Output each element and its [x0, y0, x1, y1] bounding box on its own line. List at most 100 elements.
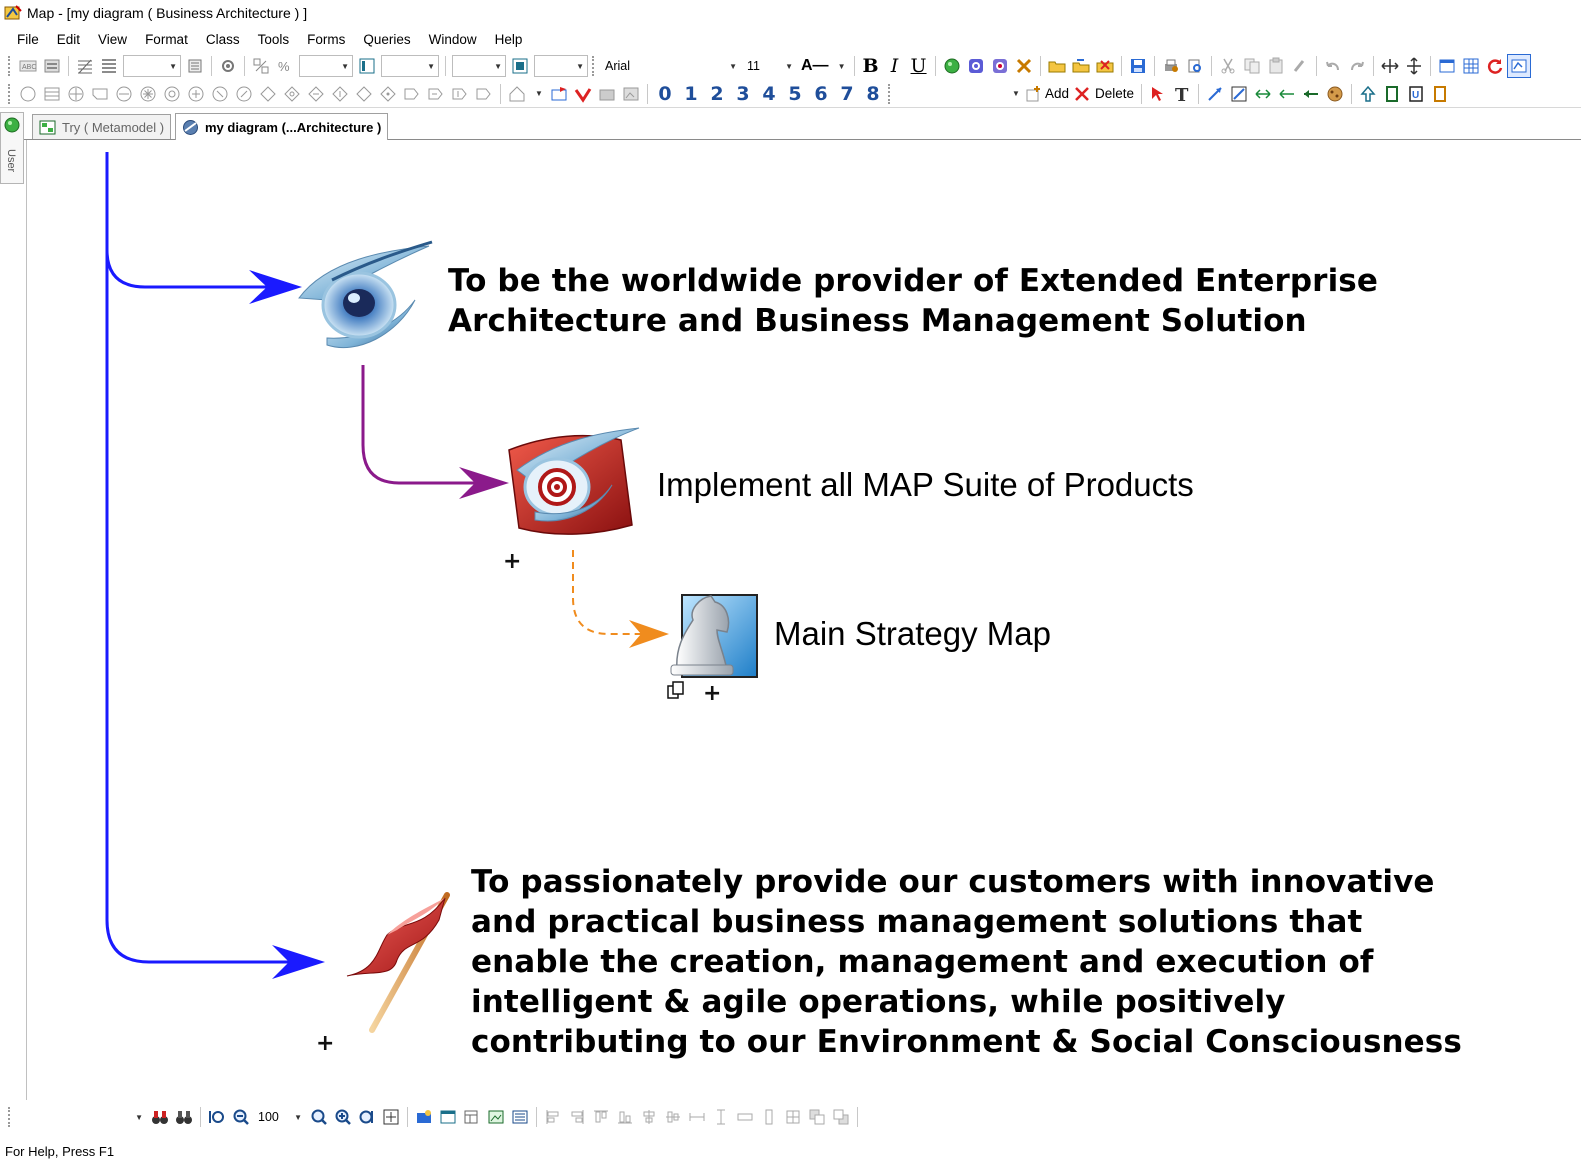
mission-connector[interactable] [105, 250, 292, 964]
toolbar-grip[interactable] [8, 83, 11, 104]
process-arrow-c-icon[interactable] [448, 82, 472, 106]
mission-expand-icon[interactable]: + [316, 1031, 334, 1056]
menu-format[interactable]: Format [145, 31, 188, 47]
user-side-panel[interactable]: User [0, 112, 24, 184]
eye-object-alt-icon[interactable] [988, 54, 1012, 78]
process-arrow-d-icon[interactable] [472, 82, 496, 106]
process-arrow-b-icon[interactable] [424, 82, 448, 106]
circle-node-b-icon[interactable] [184, 82, 208, 106]
redo-icon[interactable] [1345, 54, 1369, 78]
undo-icon[interactable] [1321, 54, 1345, 78]
double-arrow-connector-icon[interactable] [1251, 82, 1275, 106]
layout-dropdown-icon[interactable] [460, 1105, 484, 1129]
level-4-button[interactable]: 4 [762, 82, 776, 105]
rectangle-outline-icon[interactable] [1380, 82, 1404, 106]
space-horizontal-icon[interactable] [685, 1105, 709, 1129]
circle-node-a-icon[interactable] [160, 82, 184, 106]
underline-button[interactable]: U [910, 55, 927, 77]
objective-expand-icon[interactable]: + [503, 549, 521, 574]
table-grid-icon[interactable] [1459, 54, 1483, 78]
delete-button[interactable]: Delete [1095, 86, 1135, 101]
left-arrow-connector-icon[interactable] [1299, 82, 1323, 106]
window-panel-icon[interactable] [436, 1105, 460, 1129]
line-pattern-icon[interactable] [73, 54, 97, 78]
zoom-in-icon[interactable] [331, 1105, 355, 1129]
tools-cross-icon[interactable] [1012, 54, 1036, 78]
circle-node-d-icon[interactable] [232, 82, 256, 106]
border-combo[interactable]: ▼ [452, 55, 506, 77]
check-red-icon[interactable] [571, 82, 595, 106]
plus-circle-shape-icon[interactable] [64, 82, 88, 106]
picture-icon[interactable] [484, 1105, 508, 1129]
save-disk-icon[interactable] [1126, 54, 1150, 78]
align-center-v-icon[interactable] [637, 1105, 661, 1129]
properties-list-icon[interactable] [508, 1105, 532, 1129]
orange-box-icon[interactable] [1428, 82, 1452, 106]
menu-edit[interactable]: Edit [56, 31, 81, 47]
format-painter-icon[interactable] [1288, 54, 1312, 78]
folder-grey-icon[interactable] [595, 82, 619, 106]
mail-flag-icon[interactable] [547, 82, 571, 106]
level-1-button[interactable]: 1 [684, 82, 698, 105]
strategy-connector[interactable] [572, 550, 642, 635]
level-8-button[interactable]: 8 [866, 82, 880, 105]
font-size-combo[interactable]: 11▼ [744, 55, 796, 77]
align-right-icon[interactable] [565, 1105, 589, 1129]
zoom-level-combo[interactable]: 100▼ [255, 1106, 305, 1128]
line-connector-icon[interactable] [1203, 82, 1227, 106]
green-globe-icon[interactable] [940, 54, 964, 78]
print-preview-icon[interactable] [1183, 54, 1207, 78]
u-box-icon[interactable]: U [1404, 82, 1428, 106]
line-style-button[interactable]: A— [801, 57, 829, 74]
diamond-shape-b-icon[interactable] [280, 82, 304, 106]
toolbar-grip[interactable] [8, 56, 11, 76]
zoom-actual-icon[interactable] [355, 1105, 379, 1129]
vision-connector[interactable] [105, 152, 272, 289]
circle-node-c-icon[interactable] [208, 82, 232, 106]
menu-help[interactable]: Help [494, 31, 523, 47]
level-5-button[interactable]: 5 [788, 82, 802, 105]
send-back-icon[interactable] [829, 1105, 853, 1129]
bring-front-icon[interactable] [805, 1105, 829, 1129]
fit-page-icon[interactable] [379, 1105, 403, 1129]
line-spacing-icon[interactable] [97, 54, 121, 78]
zoom-style-combo[interactable]: ▼ [299, 55, 353, 77]
minus-circle-shape-icon[interactable] [112, 82, 136, 106]
diamond-shape-c-icon[interactable] [304, 82, 328, 106]
tab-try-metamodel[interactable]: Try ( Metamodel ) [32, 114, 172, 139]
menu-file[interactable]: File [17, 31, 39, 47]
diamond-shape-d-icon[interactable] [328, 82, 352, 106]
menu-view[interactable]: View [98, 31, 128, 47]
align-center-h-icon[interactable] [661, 1105, 685, 1129]
list-shape-icon[interactable] [40, 82, 64, 106]
same-height-icon[interactable] [757, 1105, 781, 1129]
binoculars-icon[interactable] [148, 1105, 172, 1129]
cut-icon[interactable] [1216, 54, 1240, 78]
fill-style-icon[interactable] [40, 54, 64, 78]
window-icon[interactable] [1435, 54, 1459, 78]
mission-flag-icon[interactable] [346, 892, 450, 1033]
note-shape-icon[interactable] [88, 82, 112, 106]
close-file-icon[interactable] [1093, 54, 1117, 78]
diagram-canvas[interactable]: + + + To be the worldwide provider of Ex… [26, 140, 1581, 1100]
zoom-icon[interactable] [307, 1105, 331, 1129]
strategy-knight-icon[interactable] [670, 594, 758, 678]
line-style-dropdown[interactable]: ▼ [833, 55, 848, 77]
left-connector-icon[interactable] [1275, 82, 1299, 106]
page-setup-icon[interactable] [183, 54, 207, 78]
text-align-left-icon[interactable] [355, 54, 379, 78]
objective-target-icon[interactable] [508, 427, 640, 535]
strategy-copy-icon[interactable] [667, 681, 684, 699]
menu-tools[interactable]: Tools [257, 31, 290, 47]
eye-object-icon[interactable] [964, 54, 988, 78]
alignment-combo[interactable]: ▼ [381, 55, 439, 77]
up-arrow-icon[interactable] [1356, 82, 1380, 106]
box-connector-icon[interactable] [1227, 82, 1251, 106]
zoom-out-icon[interactable] [229, 1105, 253, 1129]
percent-icon[interactable]: % [273, 54, 297, 78]
asterisk-circle-shape-icon[interactable] [136, 82, 160, 106]
move-horizontal-icon[interactable] [1378, 54, 1402, 78]
objective-connector[interactable] [361, 365, 477, 485]
circle-shape-icon[interactable] [16, 82, 40, 106]
open-file-icon[interactable] [1069, 54, 1093, 78]
